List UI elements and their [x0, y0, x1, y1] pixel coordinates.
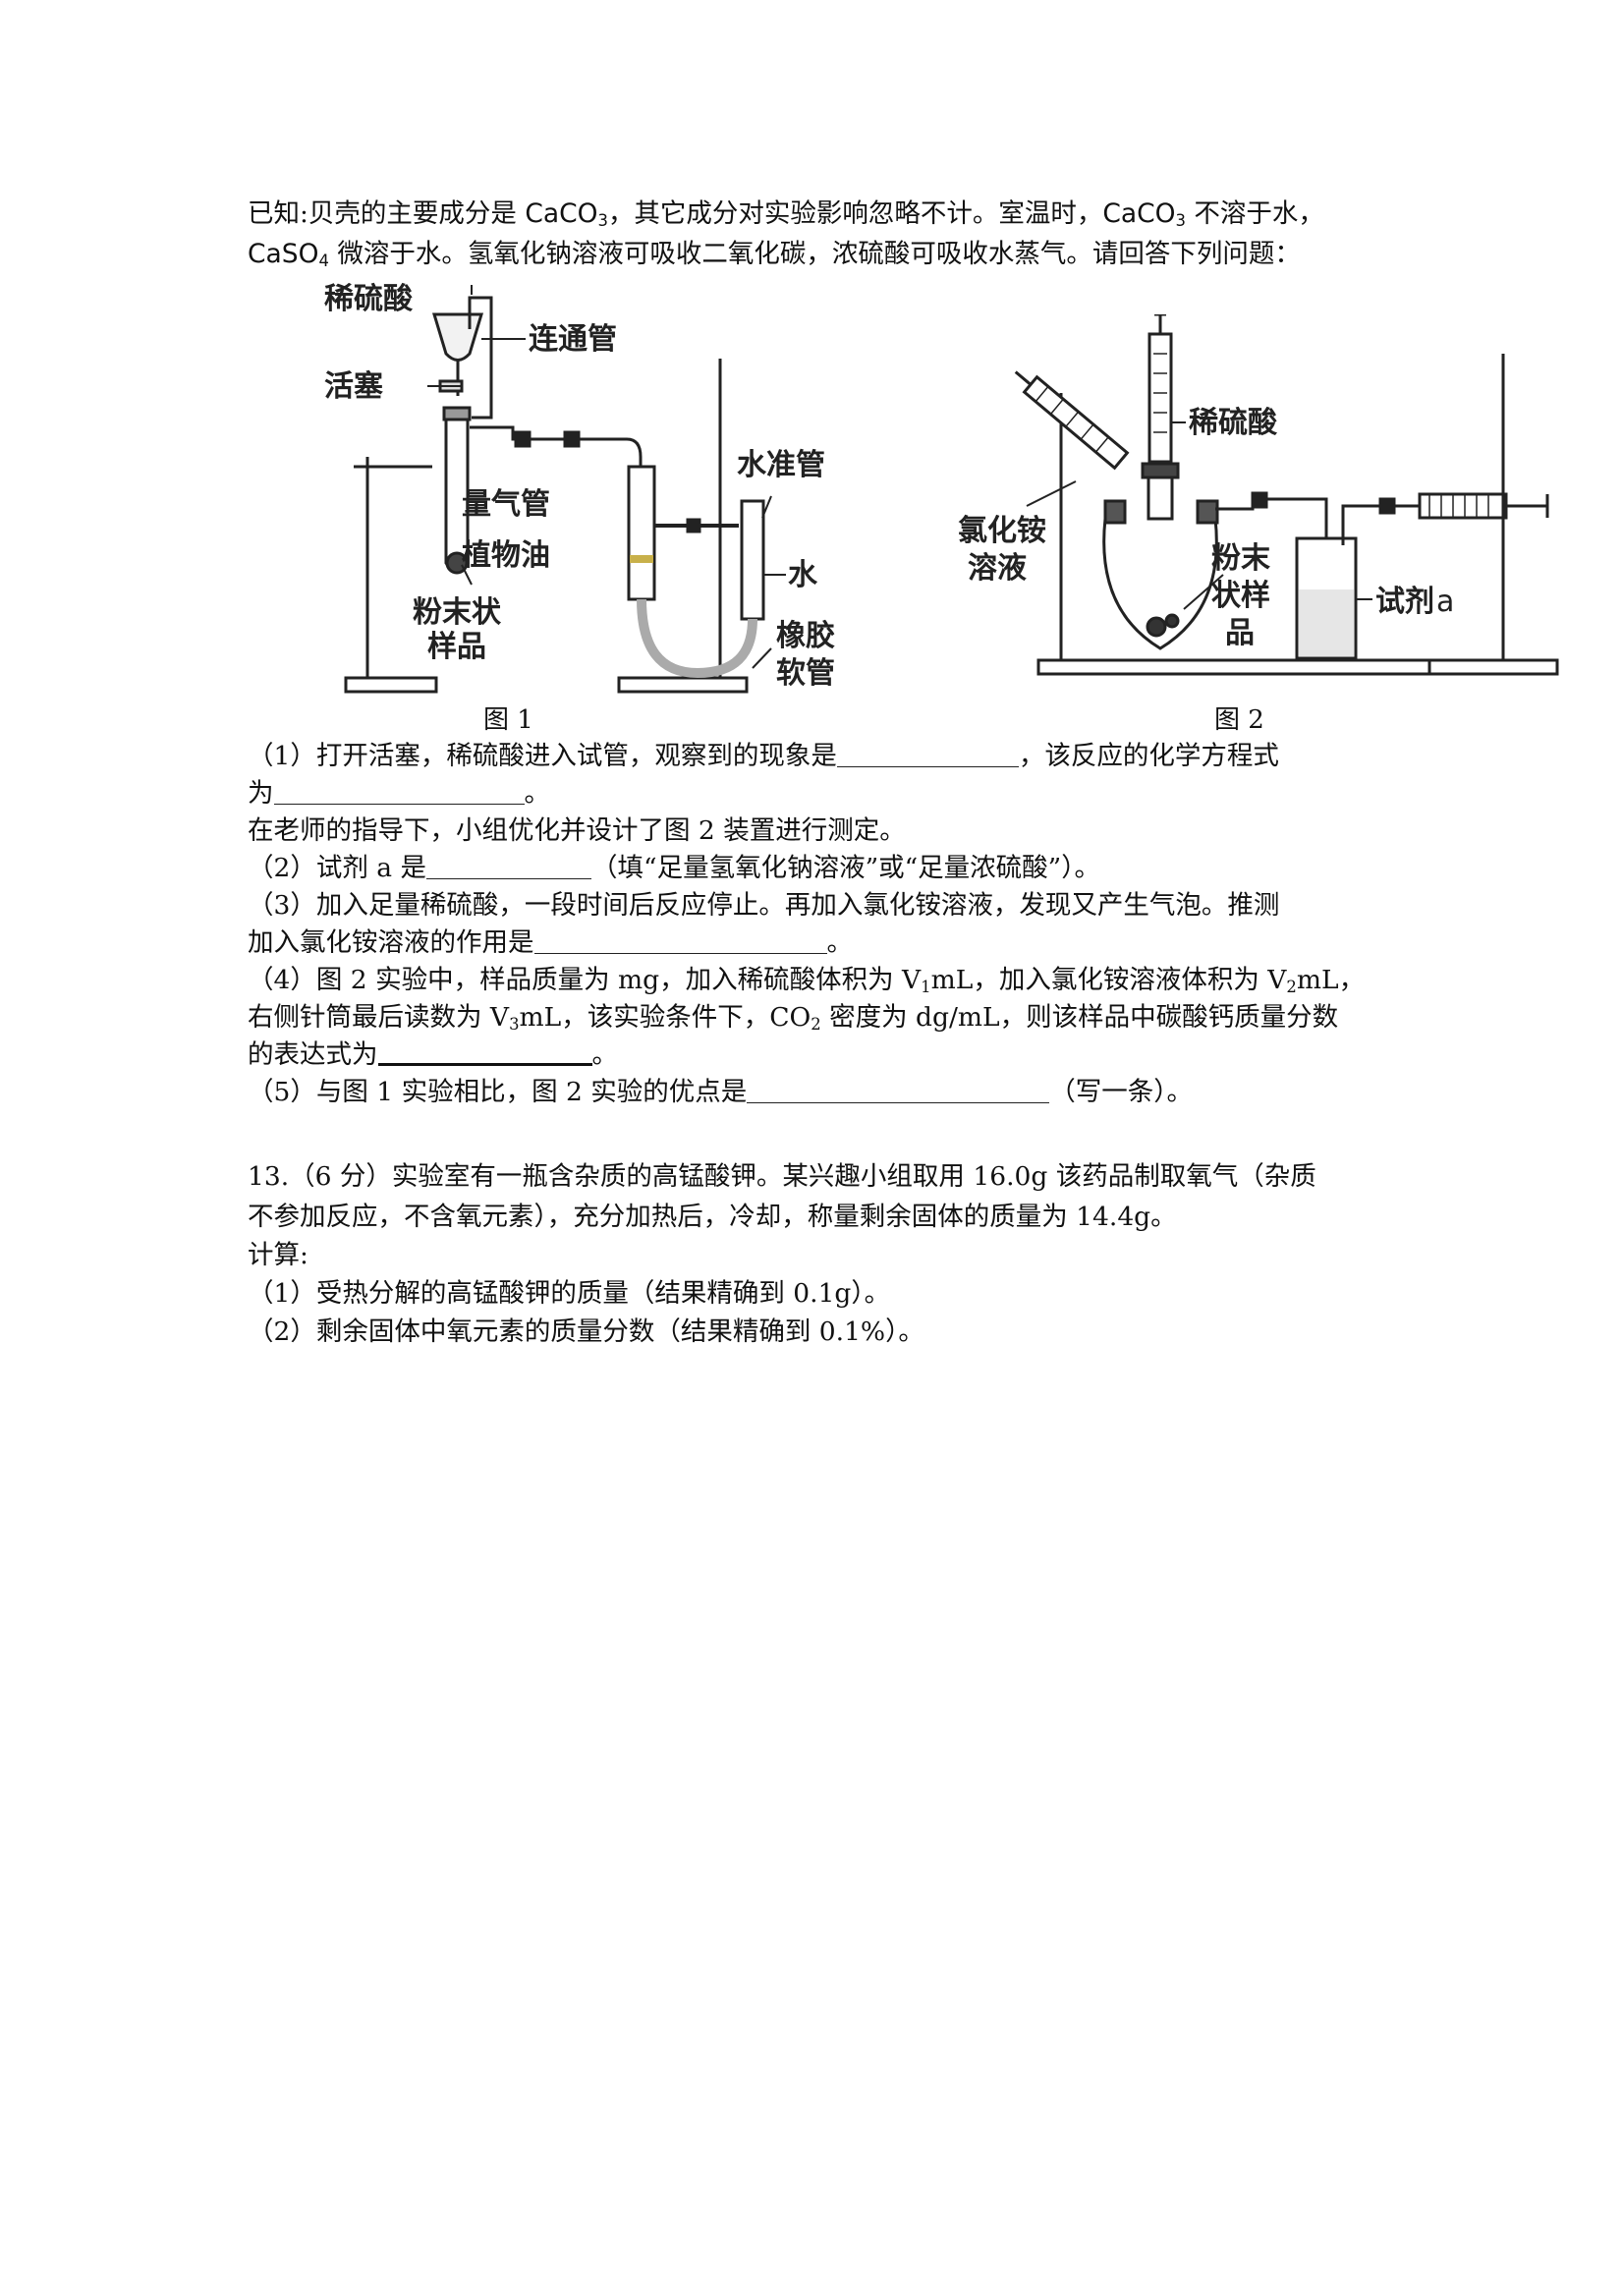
intro-line-1: 已知:贝壳的主要成分是 CaCO3，其它成分对实验影响忽略不计。室温时，CaCO… [248, 198, 1324, 231]
fig2-label-nh4cl-2: 溶液 [968, 551, 1027, 586]
figure-2-caption: 图 2 [1214, 705, 1264, 735]
problem-13-line-2: 不参加反应，不含氧元素），充分加热后，冷却，称量剩余固体的质量为 14.4g。 [248, 1202, 1177, 1232]
fig1-label-gas-tube: 量气管 [462, 487, 550, 522]
question-3-line-1: （3）加入足量稀硫酸，一段时间后反应停止。再加入氯化铵溶液，发现又产生气泡。推测 [248, 890, 1280, 921]
problem-13-sub-1: （1）受热分解的高锰酸钾的质量（结果精确到 0.1g）。 [248, 1278, 891, 1309]
fig2-label-dilute-acid: 稀硫酸 [1189, 406, 1278, 440]
question-4-line-1: （4）图 2 实验中，样品质量为 mg，加入稀硫酸体积为 V1mL，加入氯化铵溶… [248, 965, 1366, 997]
question-2: （2）试剂 a 是（填“足量氢氧化钠溶液”或“足量浓硫酸”）。 [248, 853, 1100, 883]
fig2-label-reagent-a: a [1436, 585, 1454, 619]
fig1-label-stopcock: 活塞 [324, 369, 383, 404]
fig1-label-plant-oil: 植物油 [462, 538, 550, 573]
fig2-label-nh4cl-1: 氯化铵 [958, 514, 1046, 548]
answer-blank-q1-equation[interactable] [273, 778, 525, 805]
fig1-label-level-tube: 水准管 [737, 448, 825, 482]
question-1-line-2: 为。 [248, 778, 550, 809]
answer-blank-q3-role[interactable] [533, 927, 827, 954]
intro-line-2: CaSO4 微溶于水。氢氧化钠溶液可吸收二氧化碳，浓硫酸可吸收水蒸气。请回答下列… [248, 239, 1301, 271]
answer-blank-q2-reagent[interactable] [426, 853, 592, 879]
fig2-label-powder-3: 品 [1225, 616, 1255, 650]
question-4-line-2: 右侧针筒最后读数为 V3mL，该实验条件下，CO2 密度为 dg/mL，则该样品… [248, 1002, 1339, 1035]
problem-13-line-3: 计算: [248, 1240, 308, 1270]
fig1-label-dilute-acid: 稀硫酸 [324, 282, 414, 316]
fig1-label-rubber-2: 软管 [776, 656, 835, 691]
figure-1-apparatus: 稀硫酸 连通管 活塞 量气管 水准管 植物油 水 粉末状 样品 橡胶 软管 [324, 282, 835, 694]
fig1-label-powder-2: 样品 [427, 630, 486, 664]
fig2-label-reagent: 试剂 [1375, 585, 1434, 619]
transition-sentence: 在老师的指导下，小组优化并设计了图 2 装置进行测定。 [248, 815, 906, 846]
fig2-label-powder-1: 粉末 [1211, 541, 1270, 576]
figure-1-caption: 图 1 [483, 705, 533, 735]
fig2-label-powder-2: 状样 [1211, 579, 1270, 613]
answer-blank-q5-advantage[interactable] [747, 1077, 1050, 1103]
fig1-label-powder-1: 粉末状 [413, 595, 502, 630]
answer-blank-q1-phenomenon[interactable] [836, 741, 1019, 767]
problem-13-sub-2: （2）剩余固体中氧元素的质量分数（结果精确到 0.1%）。 [248, 1316, 924, 1347]
problem-13-line-1: 13.（6 分）实验室有一瓶含杂质的高锰酸钾。某兴趣小组取用 16.0g 该药品… [248, 1161, 1316, 1192]
fig1-label-water: 水 [788, 558, 818, 592]
figure-2-apparatus: 稀硫酸 氯化铵 溶液 粉末 状样 品 试剂 a [958, 314, 1559, 676]
fig1-label-connect-tube: 连通管 [529, 322, 617, 357]
fig1-label-rubber-1: 橡胶 [776, 619, 835, 653]
answer-blank-q4-expression[interactable] [377, 1037, 592, 1066]
question-3-line-2: 加入氯化铵溶液的作用是。 [248, 927, 853, 958]
question-4-line-3: 的表达式为。 [248, 1037, 618, 1070]
question-5: （5）与图 1 实验相比，图 2 实验的优点是（写一条）。 [248, 1077, 1194, 1107]
question-1-line-1: （1）打开活塞，稀硫酸进入试管，观察到的现象是，该反应的化学方程式 [248, 741, 1279, 771]
